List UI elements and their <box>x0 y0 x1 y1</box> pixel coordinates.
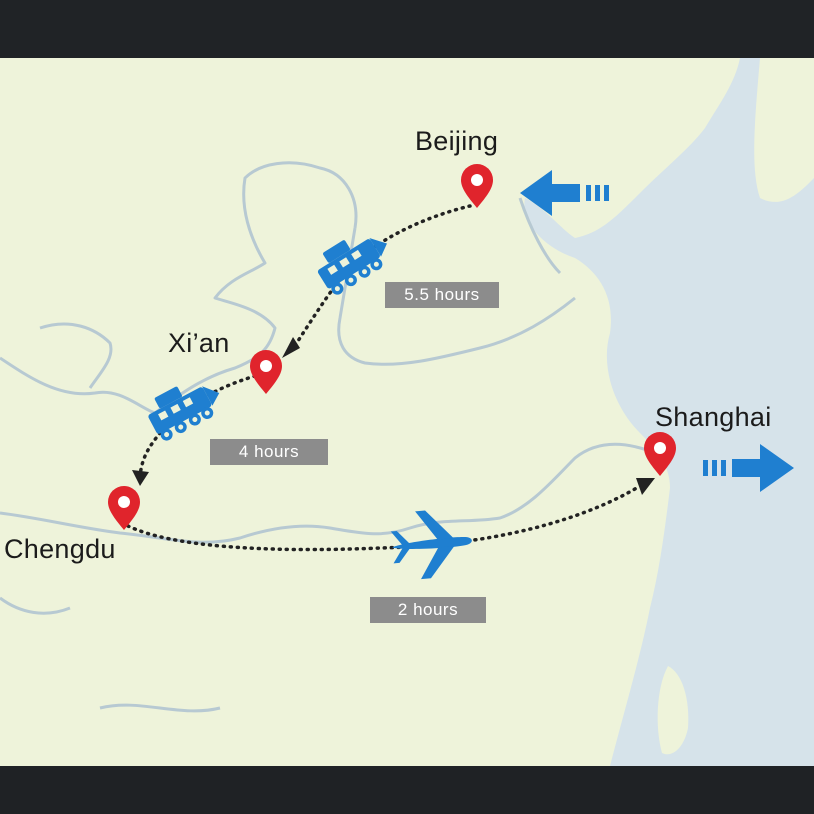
entry-arrow-icon <box>520 170 609 216</box>
city-label-xian: Xi’an <box>168 328 230 358</box>
land-island <box>657 666 689 755</box>
route-map <box>0 58 814 766</box>
duration-label: 2 hours <box>370 597 486 623</box>
route-chengdu-shanghai <box>126 484 642 552</box>
arrow-to-chengdu <box>132 470 149 486</box>
top-bar <box>0 0 814 58</box>
train-icon <box>317 237 387 295</box>
city-label-beijing: Beijing <box>415 126 499 156</box>
city-label-shanghai: Shanghai <box>655 402 772 432</box>
duration-label: 5.5 hours <box>385 282 499 308</box>
train-icon <box>148 386 220 441</box>
arrow-to-xian <box>282 337 300 358</box>
airplane-icon <box>390 510 472 580</box>
pin-beijing[interactable] <box>461 164 493 208</box>
pin-xian[interactable] <box>250 350 282 394</box>
land-peninsula <box>754 58 814 202</box>
arrow-to-shanghai <box>636 478 655 495</box>
city-label-chengdu: Chengdu <box>4 534 116 564</box>
pin-chengdu[interactable] <box>108 486 140 530</box>
duration-label: 4 hours <box>210 439 328 465</box>
pin-shanghai[interactable] <box>644 432 676 476</box>
land <box>0 58 740 766</box>
bottom-bar <box>0 766 814 814</box>
province-borders <box>0 161 656 713</box>
exit-arrow-icon <box>703 444 794 492</box>
